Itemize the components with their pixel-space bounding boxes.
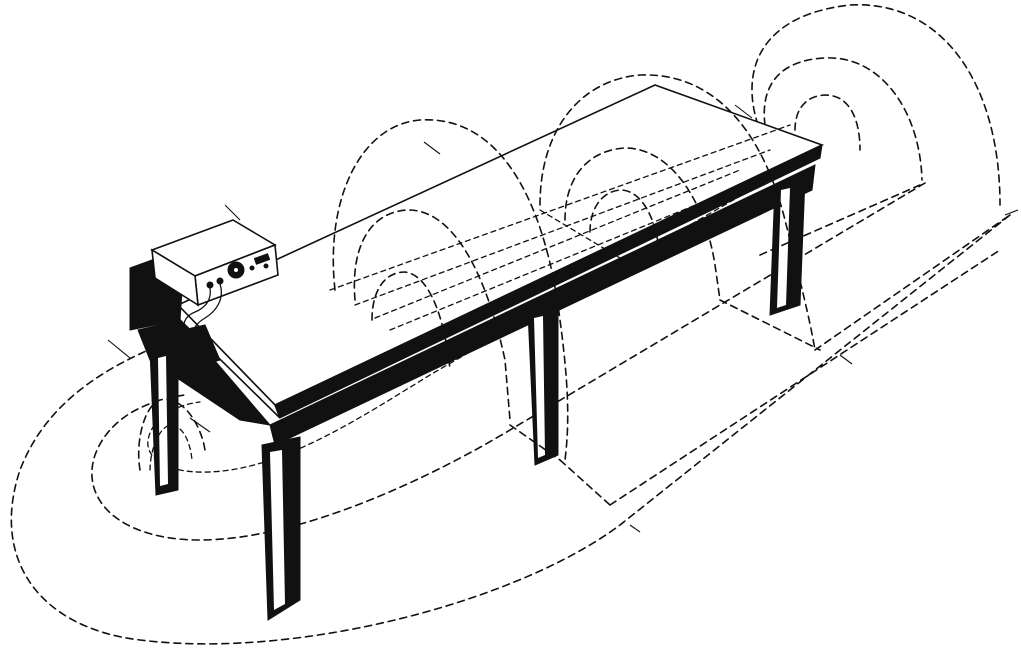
table-front-apron xyxy=(269,164,816,446)
rear-arc-medium xyxy=(763,57,923,181)
tick-7 xyxy=(839,354,853,365)
middle-arc-large xyxy=(539,74,816,351)
left-field-arcs xyxy=(332,119,569,461)
table-leg-back-left-highlight xyxy=(158,356,168,486)
section-line-e xyxy=(814,214,1011,351)
outer-ground-loop xyxy=(10,214,1011,645)
section-line-a xyxy=(559,459,611,506)
top-line-4 xyxy=(389,194,721,331)
rear-field-arcs xyxy=(751,4,1001,206)
rear-arc-large xyxy=(751,4,1001,206)
inner-ground-loop xyxy=(91,182,926,541)
top-line-2 xyxy=(354,149,771,306)
signal-generator xyxy=(150,219,279,367)
middle-arc-small xyxy=(589,189,661,261)
middle-arc-medium xyxy=(564,147,721,301)
generator-jack-1 xyxy=(206,281,214,289)
cross-section-lines xyxy=(509,184,1011,506)
tick-3 xyxy=(189,417,211,433)
generator-jack-2 xyxy=(216,277,224,285)
table xyxy=(129,84,825,621)
tick-1 xyxy=(224,204,241,221)
top-line-5 xyxy=(539,209,641,271)
left-arc-medium xyxy=(353,209,511,421)
tick-8 xyxy=(1004,209,1019,216)
tick-5 xyxy=(629,524,641,533)
loop-front-arc xyxy=(137,398,206,471)
generator-led xyxy=(263,263,269,269)
section-line-b xyxy=(509,424,561,461)
tick-2 xyxy=(107,339,131,359)
tabletop-field-lines xyxy=(329,124,791,331)
loop-back-arc xyxy=(149,424,193,471)
section-line-f xyxy=(609,249,1001,506)
table-leg-middle-highlight xyxy=(534,316,545,458)
section-line-d xyxy=(759,184,921,256)
left-arc-small xyxy=(371,271,451,371)
table-leg-front-left-highlight xyxy=(270,450,285,610)
cable-connector-box xyxy=(182,324,221,367)
tick-6 xyxy=(734,104,753,119)
left-arc-large xyxy=(332,119,569,461)
generator-side xyxy=(151,248,199,307)
generator-display xyxy=(253,253,271,265)
tick-4 xyxy=(423,141,441,155)
table-leg-front-right-highlight xyxy=(777,188,790,308)
top-line-3 xyxy=(374,169,741,319)
generator-switch xyxy=(249,265,255,271)
generator-dial-knob-center xyxy=(234,268,238,272)
top-line-1 xyxy=(329,124,791,291)
middle-field-arcs xyxy=(539,74,816,351)
rear-arc-small xyxy=(794,94,861,151)
loop-antenna xyxy=(137,398,206,471)
section-line-c xyxy=(719,299,821,351)
tick-marks xyxy=(107,104,1019,533)
